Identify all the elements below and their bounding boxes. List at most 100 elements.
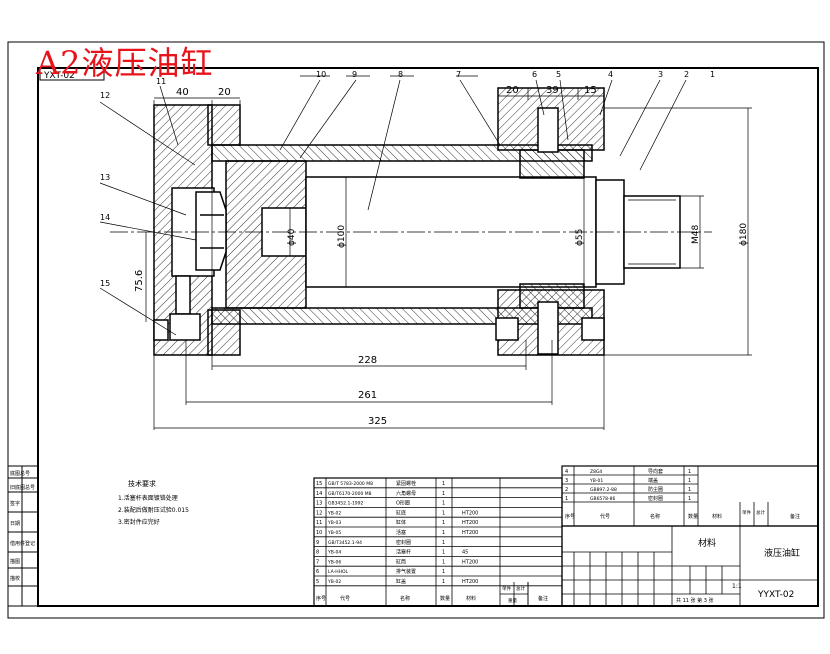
table-cell: 防尘圈 (648, 486, 663, 493)
tech-note-2: 2.装配后做耐压试验0.015 (118, 506, 189, 514)
table-cell: 12 (316, 510, 322, 516)
table-header: 代号 (340, 595, 350, 602)
table-cell: GB/T6170-2000 M8 (328, 491, 372, 497)
table-cell: 缸盖 (396, 578, 406, 585)
corner-stamp-box (39, 67, 105, 81)
table-cell: 1 (442, 530, 445, 536)
balloon-5: 5 (556, 70, 561, 79)
dim-20-left: 20 (218, 87, 231, 98)
title-block-grid (561, 525, 819, 607)
table-cell: 11 (316, 520, 322, 526)
table-cell: GB/T3452.1-94 (328, 540, 362, 546)
table-cell: 1 (442, 559, 445, 565)
table-cell: 密封圈 (648, 495, 663, 502)
bottom-bolt (175, 275, 191, 315)
left-flange-top (207, 104, 241, 146)
piston-bore (261, 207, 307, 257)
dim-20-right: 20 (506, 85, 519, 96)
table-cell: 排气装置 (396, 568, 416, 575)
dim-15: 15 (584, 85, 597, 96)
table-header: 序号 (565, 513, 575, 520)
table-cell: 活塞 (396, 529, 406, 536)
dimension-values: 40 20 20 39 15 228 261 325 75.6 ϕ40 ϕ100… (134, 85, 749, 427)
table-cell: 7 (316, 559, 319, 565)
dim-75-6: 75.6 (134, 270, 145, 292)
tech-notes-title: 技术要求 (128, 479, 156, 488)
table-header: 材料 (712, 513, 722, 520)
table-cell: 活塞杆 (396, 549, 411, 556)
table-header: 代号 (600, 513, 610, 520)
balloon-numbers: 12 11 10 9 8 7 6 5 4 3 2 1 13 14 15 (100, 70, 715, 288)
table-cell: 缸体 (396, 519, 406, 526)
outer-border (7, 41, 825, 619)
table-cell: GB3452.1-1992 (328, 501, 364, 507)
table-cell: 1 (442, 569, 445, 575)
table-cell: YB-01 (589, 478, 603, 484)
table-cell: 1 (565, 496, 568, 502)
bolt-top (537, 107, 559, 153)
margin-label-0: 底图总号 (10, 470, 30, 477)
balloon-11: 11 (156, 77, 166, 86)
table-header: 备注 (538, 595, 548, 602)
table-cell: 1 (688, 469, 691, 475)
margin-label-2: 签字 (10, 500, 20, 507)
drawing-sheets: 共 11 张 第 3 张 (676, 597, 714, 604)
table-cell: 端盖 (648, 477, 658, 484)
table-cell: 导向套 (648, 468, 663, 475)
table-cell: 1 (442, 501, 445, 507)
bolt-bottom (537, 301, 559, 355)
table-cell: O形圈 (396, 500, 410, 507)
dim-dia55: ϕ55 (575, 229, 585, 246)
table-cell: 1 (442, 491, 445, 497)
balloon-1: 1 (710, 70, 715, 79)
table-header: 重量 (508, 597, 517, 604)
dimension-lines (145, 88, 752, 430)
table-cell: 紧固螺栓 (396, 480, 416, 487)
table-cell: 1 (442, 550, 445, 556)
balloon-4: 4 (608, 70, 613, 79)
balloon-9: 9 (352, 70, 357, 79)
dim-dia180: ϕ180 (739, 223, 749, 246)
balloon-8: 8 (398, 70, 403, 79)
balloon-7: 7 (456, 70, 461, 79)
balloon-13: 13 (100, 173, 110, 182)
table-cell: 缸筒 (396, 558, 406, 565)
table-cell: HT200 (462, 579, 478, 585)
material-label: 材料 (698, 537, 716, 549)
tech-notes: 技术要求 1.活塞杆表面镀铬处理 2.装配后做耐压试验0.015 3.密封件应完… (118, 479, 189, 526)
table-cell: 6 (316, 569, 319, 575)
table-header: 单件 (502, 585, 511, 592)
watermark-title: A2液压油缸 (36, 44, 214, 82)
table-cell: 1 (442, 510, 445, 516)
balloon-2: 2 (684, 70, 689, 79)
table-cell: YB-02 (327, 510, 341, 516)
title-block: 材料 液压油缸 YYXT-02 1:1 共 11 张 第 3 张 (676, 537, 800, 604)
table-cell: YB-04 (327, 550, 341, 556)
table-cell: 2 (565, 487, 568, 493)
margin-label-3: 日期 (10, 521, 20, 527)
table-header: 备注 (790, 513, 800, 520)
dim-228: 228 (358, 355, 377, 366)
balloon-12: 12 (100, 91, 110, 100)
table-header: 名称 (400, 595, 410, 602)
balloon-3: 3 (658, 70, 663, 79)
margin-label-6: 描校 (10, 575, 20, 582)
table-cell: 4 (565, 469, 568, 475)
margin-label-1: 旧底图总号 (10, 484, 35, 491)
table-header: 名称 (650, 513, 660, 520)
guide-sleeve-top (519, 149, 585, 179)
table-header: 总计 (756, 509, 765, 516)
table-cell: 1 (442, 481, 445, 487)
balloon-15: 15 (100, 279, 110, 288)
tech-note-3: 3.密封件应完好 (118, 518, 160, 526)
dim-325: 325 (368, 416, 387, 427)
corner-stamp: YXT-02 (43, 71, 75, 81)
table-cell: 缸底 (396, 509, 406, 516)
left-margin-table (7, 465, 39, 607)
table-header: 单件 (742, 509, 751, 516)
balloon-14: 14 (100, 213, 110, 222)
table-cell: 1 (688, 478, 691, 484)
